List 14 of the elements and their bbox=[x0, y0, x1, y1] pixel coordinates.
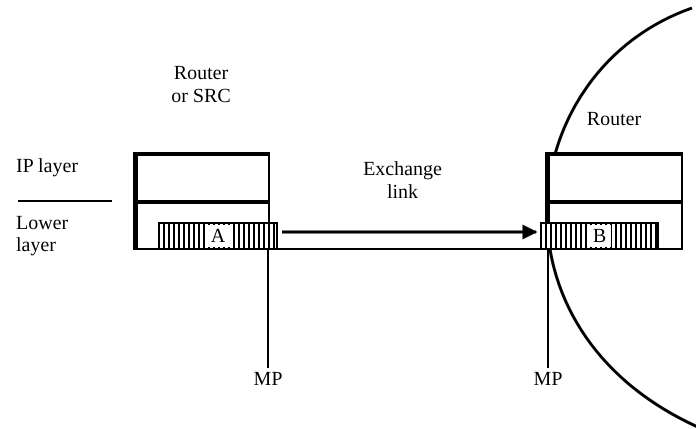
leader-line bbox=[267, 250, 269, 368]
device-heading: Router bbox=[586, 108, 642, 131]
layer-label: Lower layer bbox=[16, 212, 70, 256]
leader-line bbox=[547, 250, 549, 368]
link-line bbox=[278, 248, 540, 250]
measurement-point-label: MP bbox=[243, 368, 293, 392]
measurement-point-label: MP bbox=[523, 368, 573, 392]
layer-label: IP layer bbox=[16, 155, 80, 177]
interface-block bbox=[158, 222, 278, 250]
interface-letter: B bbox=[588, 225, 612, 247]
interface-block bbox=[540, 222, 659, 250]
arrow bbox=[282, 224, 538, 240]
device-heading: Router or SRC bbox=[171, 62, 231, 108]
interface-letter: A bbox=[206, 225, 230, 247]
